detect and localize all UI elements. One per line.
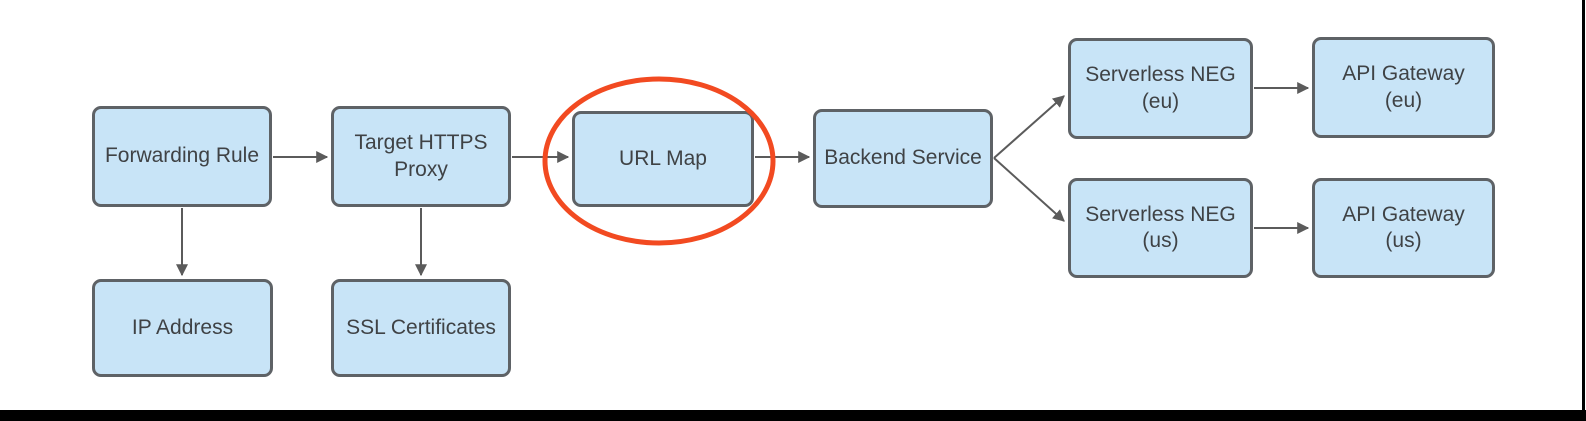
frame-right-edge (1582, 0, 1585, 421)
node-api-gateway-eu-label: API Gateway (eu) (1342, 62, 1465, 112)
node-forwarding-rule: Forwarding Rule (92, 106, 272, 207)
arrow-backend-service-to-serverless-neg-eu (993, 95, 1065, 159)
node-api-gateway-eu: API Gateway (eu) (1312, 37, 1495, 138)
node-backend-service-label: Backend Service (824, 146, 982, 170)
frame-bottom-edge (0, 410, 1586, 421)
arrow-backend-service-to-serverless-neg-us (993, 157, 1065, 222)
node-url-map: URL Map (572, 111, 754, 207)
node-serverless-neg-eu: Serverless NEG (eu) (1068, 38, 1253, 139)
node-serverless-neg-us-label: Serverless NEG (us) (1085, 202, 1236, 252)
node-backend-service: Backend Service (813, 109, 993, 208)
node-target-https-proxy: Target HTTPS Proxy (331, 106, 511, 207)
node-ip-address-label: IP Address (131, 315, 234, 339)
node-serverless-neg-us: Serverless NEG (us) (1068, 178, 1253, 278)
node-target-https-proxy-label: Target HTTPS Proxy (354, 131, 488, 181)
node-api-gateway-us-label: API Gateway (us) (1342, 202, 1465, 252)
node-ssl-certificates: SSL Certificates (331, 279, 511, 377)
node-api-gateway-us: API Gateway (us) (1312, 178, 1495, 278)
node-ssl-certificates-label: SSL Certificates (346, 315, 496, 339)
node-url-map-label: URL Map (619, 146, 707, 170)
node-serverless-neg-eu-label: Serverless NEG (eu) (1085, 63, 1236, 113)
node-forwarding-rule-label: Forwarding Rule (104, 144, 260, 168)
node-ip-address: IP Address (92, 279, 273, 377)
